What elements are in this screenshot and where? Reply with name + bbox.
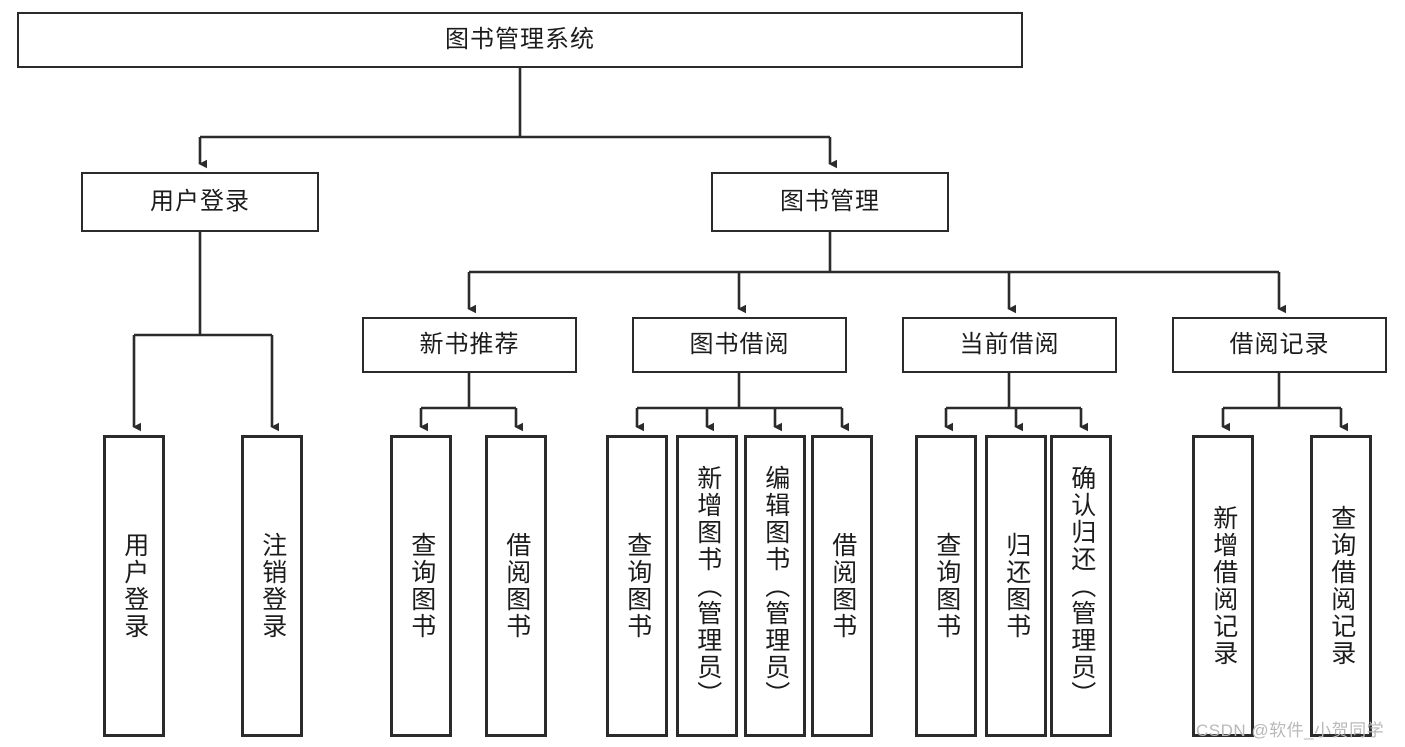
node-leaf-borrow-book-2-label: 借阅图书: [828, 532, 857, 640]
node-leaf-borrow-book-1[interactable]: 借阅图书: [485, 435, 547, 737]
node-leaf-edit-book[interactable]: 编辑图书（管理员）: [744, 435, 806, 737]
node-leaf-user-login-label: 用户登录: [120, 532, 149, 640]
node-leaf-add-book[interactable]: 新增图书（管理员）: [676, 435, 738, 737]
node-leaf-query-book-3-label: 查询图书: [932, 532, 961, 640]
edge-group-new-book-recommend: [419, 373, 524, 432]
node-book-borrow-label: 图书借阅: [689, 330, 790, 358]
node-root[interactable]: 图书管理系统: [17, 12, 1023, 68]
node-leaf-query-record-label: 查询借阅记录: [1327, 505, 1356, 667]
edge-group-book-borrow: [635, 373, 850, 432]
edge-group-root: [198, 68, 838, 169]
node-leaf-add-record[interactable]: 新增借阅记录: [1192, 435, 1254, 737]
node-book-borrow[interactable]: 图书借阅: [632, 317, 847, 373]
node-new-book-recommend-label: 新书推荐: [419, 330, 520, 358]
node-borrow-record-label: 借阅记录: [1229, 330, 1330, 358]
node-current-borrow-label: 当前借阅: [959, 330, 1060, 358]
node-leaf-add-record-label: 新增借阅记录: [1209, 505, 1238, 667]
node-leaf-logout[interactable]: 注销登录: [241, 435, 303, 737]
node-book-manage[interactable]: 图书管理: [711, 172, 949, 232]
node-leaf-query-record[interactable]: 查询借阅记录: [1310, 435, 1372, 737]
node-leaf-confirm-return[interactable]: 确认归还（管理员）: [1050, 435, 1112, 737]
node-leaf-query-book-3[interactable]: 查询图书: [915, 435, 977, 737]
node-user-login[interactable]: 用户登录: [81, 172, 319, 232]
node-new-book-recommend[interactable]: 新书推荐: [362, 317, 577, 373]
node-leaf-logout-label: 注销登录: [258, 532, 287, 640]
node-root-label: 图书管理系统: [445, 25, 595, 53]
edge-group-user-login: [132, 232, 280, 432]
node-leaf-return-book-label: 归还图书: [1002, 532, 1031, 640]
node-leaf-user-login[interactable]: 用户登录: [103, 435, 165, 737]
node-leaf-query-book-1-label: 查询图书: [407, 532, 436, 640]
edge-group-book-manage: [467, 232, 1287, 314]
node-leaf-edit-book-label: 编辑图书（管理员）: [761, 464, 790, 708]
node-leaf-query-book-2-label: 查询图书: [623, 532, 652, 640]
csdn-watermark: CSDN @软件_小贺同学: [1196, 721, 1385, 740]
node-leaf-borrow-book-1-label: 借阅图书: [502, 532, 531, 640]
node-leaf-query-book-1[interactable]: 查询图书: [390, 435, 452, 737]
node-leaf-add-book-label: 新增图书（管理员）: [693, 464, 722, 708]
edge-group-current-borrow: [944, 373, 1089, 432]
edge-group-borrow-record: [1221, 373, 1349, 432]
node-leaf-confirm-return-label: 确认归还（管理员）: [1067, 464, 1096, 708]
node-borrow-record[interactable]: 借阅记录: [1172, 317, 1387, 373]
node-user-login-label: 用户登录: [150, 187, 250, 215]
node-current-borrow[interactable]: 当前借阅: [902, 317, 1117, 373]
node-book-manage-label: 图书管理: [780, 187, 880, 215]
node-leaf-query-book-2[interactable]: 查询图书: [606, 435, 668, 737]
node-leaf-borrow-book-2[interactable]: 借阅图书: [811, 435, 873, 737]
node-leaf-return-book[interactable]: 归还图书: [985, 435, 1047, 737]
